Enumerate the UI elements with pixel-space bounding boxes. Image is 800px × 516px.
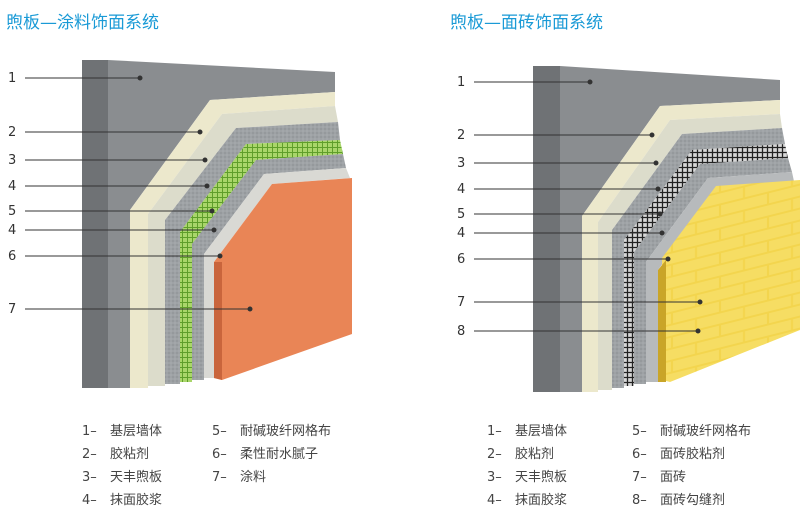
- putty-layer: [204, 168, 350, 378]
- callout-2: 2: [457, 128, 465, 143]
- legend-item: 4–抹面胶浆: [487, 493, 568, 508]
- legend-item: 3–天丰煦板: [82, 470, 163, 485]
- fiberglass-mesh: [624, 144, 788, 386]
- callout-5: 5: [457, 207, 465, 222]
- tile-adhesive: [646, 172, 795, 382]
- legend-item: 5–耐碱玻纤网格布: [632, 424, 752, 439]
- legend-item: 7–涂料: [212, 470, 267, 485]
- callout-8: 8: [457, 324, 465, 339]
- adhesive-layer: [582, 100, 780, 392]
- tile-system-callout-numbers: 1 2 3 4 5 4 6 7 8: [457, 75, 465, 339]
- insulation-board: [148, 106, 338, 386]
- callout-4b: 4: [8, 223, 16, 238]
- panel-title-paint-system: 煦板—涂料饰面系统: [6, 13, 159, 33]
- tile-edge: [658, 260, 666, 382]
- fiberglass-mesh: [180, 140, 343, 382]
- legend-item: 7–面砖: [632, 470, 687, 485]
- paint-layer: [214, 178, 352, 380]
- callout-1: 1: [8, 71, 16, 86]
- callout-4: 4: [457, 182, 465, 197]
- mortar-layer-2: [192, 154, 346, 380]
- legend-item: 1–基层墙体: [487, 424, 568, 439]
- legend-item: 5–耐碱玻纤网格布: [212, 424, 332, 439]
- callout-1: 1: [457, 75, 465, 90]
- legend-item: 8–面砖勾缝剂: [632, 493, 726, 508]
- base-wall-face: [108, 60, 335, 388]
- legend-item: 6–面砖胶粘剂: [632, 447, 726, 462]
- paint-system-legend-col1: 1–基层墙体 2–胶粘剂 3–天丰煦板 4–抹面胶浆: [82, 420, 162, 512]
- base-wall: [82, 60, 108, 388]
- tile-system-legend-col2: 5–耐碱玻纤网格布 6–面砖胶粘剂 7–面砖 8–面砖勾缝剂: [632, 420, 751, 512]
- paint-system-callouts: [25, 75, 253, 312]
- paint-system-callout-numbers: 1 2 3 4 5 4 6 7: [8, 71, 16, 317]
- tile-system-legend-col1: 1–基层墙体 2–胶粘剂 3–天丰煦板 4–抹面胶浆: [487, 420, 567, 512]
- legend-item: 2–胶粘剂: [82, 447, 150, 462]
- callout-5: 5: [8, 204, 16, 219]
- base-wall: [533, 66, 560, 392]
- legend-item: 2–胶粘剂: [487, 447, 555, 462]
- adhesive-layer: [130, 92, 335, 388]
- paint-system-diagram: [82, 60, 352, 388]
- callout-4: 4: [8, 179, 16, 194]
- paint-edge: [214, 262, 222, 380]
- tile-system-diagram: [533, 66, 800, 392]
- paint-system-legend-col2: 5–耐碱玻纤网格布 6–柔性耐水腻子 7–涂料: [212, 420, 331, 489]
- callout-2: 2: [8, 125, 16, 140]
- callout-6: 6: [457, 252, 465, 267]
- insulation-board: [598, 114, 782, 390]
- callout-7: 7: [8, 302, 16, 317]
- legend-item: 1–基层墙体: [82, 424, 163, 439]
- callout-3: 3: [8, 153, 16, 168]
- tile-system-callouts: [474, 79, 703, 334]
- callout-7: 7: [457, 295, 465, 310]
- callout-3: 3: [457, 156, 465, 171]
- legend-item: 6–柔性耐水腻子: [212, 447, 319, 462]
- panel-title-tile-system: 煦板—面砖饰面系统: [450, 13, 603, 33]
- mortar-layer-1: [612, 128, 785, 388]
- legend-item: 3–天丰煦板: [487, 470, 568, 485]
- callout-4b: 4: [457, 226, 465, 241]
- legend-item: 4–抹面胶浆: [82, 493, 163, 508]
- base-wall-face: [560, 66, 780, 392]
- callout-6: 6: [8, 249, 16, 264]
- mortar-layer-2: [634, 158, 792, 384]
